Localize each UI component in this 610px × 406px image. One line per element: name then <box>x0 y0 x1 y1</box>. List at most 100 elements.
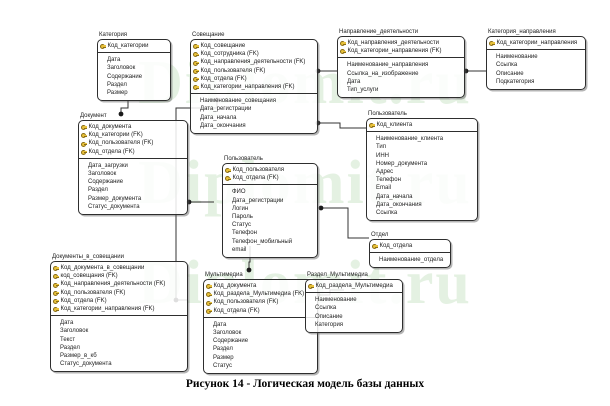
field-label: Дата <box>107 57 121 64</box>
entity-title: Пользователь <box>368 111 407 117</box>
field-label: код_совещания (FK) <box>60 273 118 280</box>
field-label: Раздел <box>107 81 127 88</box>
field-label: Содержание <box>107 73 143 80</box>
entity-otdel[interactable]: Отдел Код_отдела Наименование_отдела <box>369 231 451 269</box>
field-label: Код_документа <box>213 283 257 289</box>
entity-polzovatel[interactable]: Пользователь Код_пользователя Код_отдела… <box>222 155 318 259</box>
entity-title: Категория <box>99 32 128 38</box>
primary-key-group: Код_категории <box>98 40 170 52</box>
key-icon <box>53 265 59 272</box>
attribute-group: Дата Заголовок Содержание Раздел Размер <box>98 52 170 100</box>
field-label: Содержание <box>88 179 124 186</box>
attribute-group: Дата_загрузки Заголовок Содержание Разде… <box>79 157 187 214</box>
field-label: Раздел <box>88 187 108 194</box>
field-label: Ссылка <box>376 210 398 217</box>
field-label: Заголовок <box>88 171 117 178</box>
entity-title: Документы_в_совещании <box>52 254 124 260</box>
field-label: Номер_документа <box>376 160 428 167</box>
field-label: email <box>232 246 247 253</box>
field-label: Статус_документа <box>88 203 140 210</box>
field-label: Код_сотрудника (FK) <box>200 51 259 58</box>
field-label: Наименование <box>496 54 538 61</box>
field-label: Пароль <box>232 214 253 221</box>
field-label: Наименование_клиента <box>376 136 444 143</box>
attribute-group: Наименование_направления Ссылка_на_изобр… <box>338 57 464 97</box>
entity-kategoriya-napravleniya[interactable]: Категория_направления Код_категории_напр… <box>486 28 586 91</box>
key-icon <box>340 40 346 47</box>
key-icon <box>193 84 199 91</box>
entity-title: Отдел <box>371 232 389 238</box>
entity-box[interactable]: Код_клиента Наименование_клиента Тип ИНН… <box>366 118 478 222</box>
entity-box[interactable]: Код_пользователя Код_отдела (FK) ФИО Дат… <box>222 163 318 259</box>
entity-multimedia[interactable]: Мультимедиа Код_документа Код_раздела_Му… <box>203 271 318 375</box>
field-label: Код_пользователя (FK) <box>60 289 126 296</box>
entity-box[interactable]: Код_документа Код_раздела_Мультимедиа (F… <box>203 279 318 375</box>
field-label: Код_категории_направления <box>496 40 578 46</box>
field-label: Код_пользователя <box>232 167 285 173</box>
field-label: Ссылка_на_изображение <box>347 70 419 77</box>
attribute-group: Наименование_клиента Тип ИНН Номер_докум… <box>367 131 477 220</box>
key-icon <box>372 243 378 250</box>
attribute-group: Наименование_отдела <box>370 252 450 267</box>
field-label: Размер <box>107 90 128 97</box>
field-label: Описание <box>496 70 524 77</box>
entity-title: Пользователь <box>224 156 263 162</box>
entity-box[interactable]: Код_категории Дата Заголовок Содержание … <box>97 39 171 102</box>
field-label: Код_раздела_Мультимедиа (FK) <box>213 291 305 298</box>
entity-box[interactable]: Код_документа_в_совещании код_совещания … <box>50 261 188 373</box>
field-label: Код_документа <box>88 124 132 130</box>
key-icon <box>81 132 87 139</box>
field-label: ИНН <box>376 152 389 159</box>
field-label: Адрес <box>376 169 394 176</box>
entity-dokument[interactable]: Документ Код_документа Код_категории (FK… <box>78 112 188 216</box>
key-icon <box>81 124 87 131</box>
field-label: Подкатегория <box>496 78 535 85</box>
field-label: Код_пользователя (FK) <box>213 299 279 306</box>
key-icon <box>53 273 59 280</box>
key-icon <box>369 122 375 129</box>
field-label: Дата <box>60 320 74 327</box>
entity-box[interactable]: Код_направления_деятельности Код_категор… <box>337 36 465 99</box>
entity-box[interactable]: Код_документа Код_категории (FK) Код_пол… <box>78 120 188 216</box>
field-label: Раздел <box>60 344 80 351</box>
key-icon <box>193 51 199 58</box>
primary-key-group: Код_направления_деятельности Код_категор… <box>338 37 464 57</box>
field-label: Текст <box>60 336 76 343</box>
entity-box[interactable]: Код_категории_направления Наименование С… <box>486 36 586 91</box>
field-label: Телефон <box>376 177 401 184</box>
entity-razdel-multimedia[interactable]: Раздел_Мультимедиа Код_раздела_Мультимед… <box>305 271 403 334</box>
entity-dokumenty-v-soveshchanii[interactable]: Документы_в_совещании Код_документа_в_со… <box>50 253 188 373</box>
entity-box[interactable]: Код_раздела_Мультимедиа Наименование Ссы… <box>305 279 403 334</box>
field-label: Тип <box>376 144 387 151</box>
field-label: Код_категории_направления (FK) <box>347 48 442 55</box>
key-icon <box>53 306 59 313</box>
field-label: Ссылка <box>496 62 518 69</box>
entity-polzovatel-client[interactable]: Пользователь Код_клиента Наименование_кл… <box>366 110 478 222</box>
attribute-group: Наименование Ссылка Описание Категория <box>306 292 402 332</box>
primary-key-group: Код_категории_направления <box>487 37 585 49</box>
field-label: Код_категории_направления (FK) <box>200 84 295 91</box>
field-label: Наименование_отдела <box>379 257 444 264</box>
field-label: Дата_начала <box>376 193 413 200</box>
field-label: Категория <box>315 321 344 328</box>
key-icon <box>53 298 59 304</box>
key-icon <box>340 48 346 55</box>
field-label: Телефон_мобильный <box>232 238 293 245</box>
key-icon <box>193 60 199 66</box>
entity-soveshchanie[interactable]: Совещание Код_совещание Код_сотрудника (… <box>190 31 318 135</box>
field-label: Размер <box>213 354 234 361</box>
field-label: Размер_в_кб <box>60 353 97 360</box>
attribute-group: ФИО Дата_регистрации Логин Пароль Статус… <box>223 184 317 257</box>
entity-box[interactable]: Код_совещание Код_сотрудника (FK) Код_на… <box>190 39 318 135</box>
field-label: Код_раздела_Мультимедиа <box>315 283 393 289</box>
attribute-group: Дата Заголовок Текст Раздел Размер_в_кб … <box>51 315 187 371</box>
entity-napravlenie-deyatelnosti[interactable]: Направление_деятельности Код_направления… <box>337 28 465 99</box>
entity-box[interactable]: Код_отдела Наименование_отдела <box>369 239 451 269</box>
field-label: Дата_загрузки <box>88 162 128 169</box>
attribute-group: Наименование Ссылка Описание Подкатегори… <box>487 49 585 89</box>
entity-title: Категория_направления <box>488 29 556 35</box>
field-label: Наименование <box>315 297 357 304</box>
entity-kategoriya[interactable]: Категория Код_категории Дата Заголовок С… <box>97 31 171 102</box>
field-label: Телефон <box>232 230 257 237</box>
field-label: Код_пользователя (FK) <box>88 140 154 147</box>
